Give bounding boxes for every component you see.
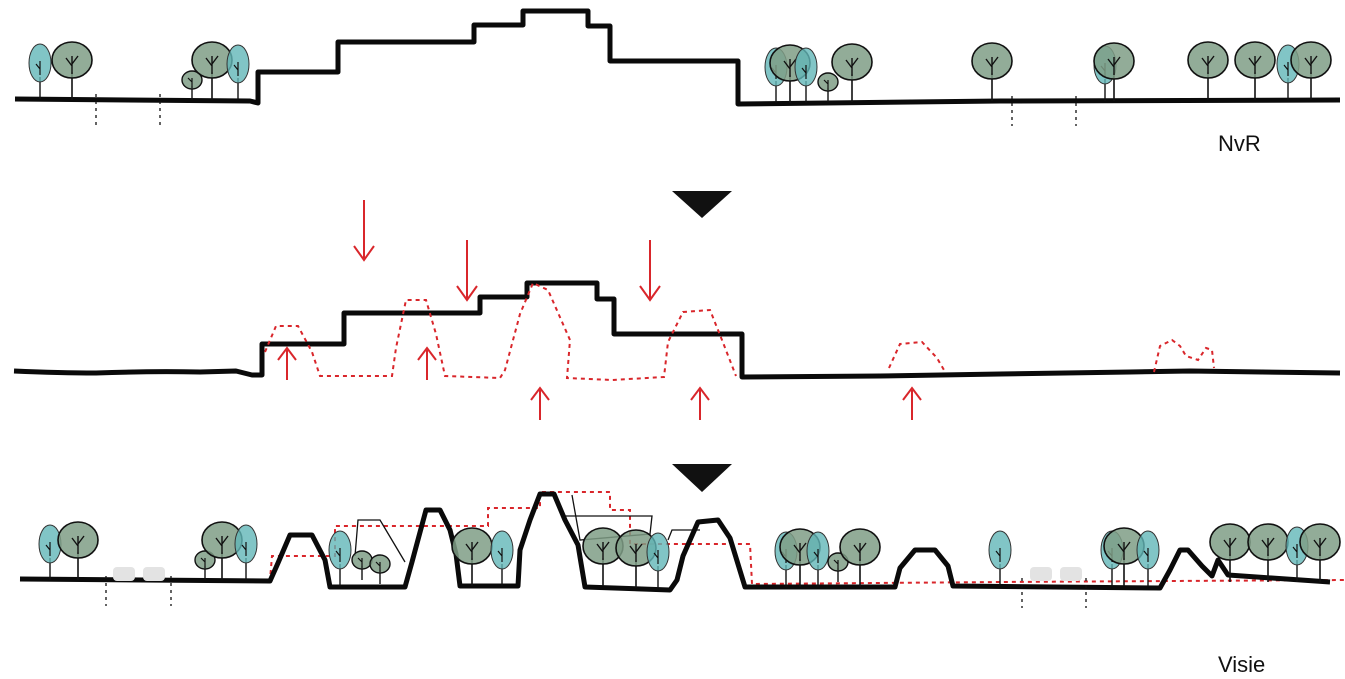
up-arrow-icon (902, 387, 922, 421)
down-arrow-icon (353, 199, 375, 261)
tree-icon-group-left (28, 41, 250, 101)
car-icon-group (113, 567, 1082, 581)
up-arrow-icon (690, 387, 710, 421)
new-volume-outline (354, 494, 700, 563)
up-arrow-icon (417, 347, 437, 381)
plot-boundary-markers (105, 576, 1087, 608)
existing-profile (13, 280, 1341, 380)
panel-current (14, 8, 1341, 126)
vision-label: Visie (1218, 652, 1266, 677)
proposed-volumes (264, 281, 1215, 382)
panel-interventions (13, 199, 1341, 421)
down-arrow-icon (456, 239, 478, 301)
current-skyline-profile (14, 8, 1341, 107)
step-triangle-icon (672, 464, 732, 492)
current-situation-label: NvR (1218, 131, 1261, 156)
car-icon (113, 567, 135, 581)
plot-boundary-markers (95, 94, 1077, 126)
tree-icon-group-right (764, 41, 1332, 104)
vision-profile (19, 491, 1331, 593)
car-icon (1060, 567, 1082, 581)
car-icon (1030, 567, 1052, 581)
tree-icon-group-vision (38, 521, 1341, 589)
step-triangle-icon (672, 191, 732, 218)
up-arrow-icon (277, 347, 297, 381)
panel-vision (19, 491, 1345, 608)
car-icon (143, 567, 165, 581)
previous-profile-overlay (20, 491, 1345, 586)
up-arrow-icon (530, 387, 550, 421)
down-arrow-icon (639, 239, 661, 301)
